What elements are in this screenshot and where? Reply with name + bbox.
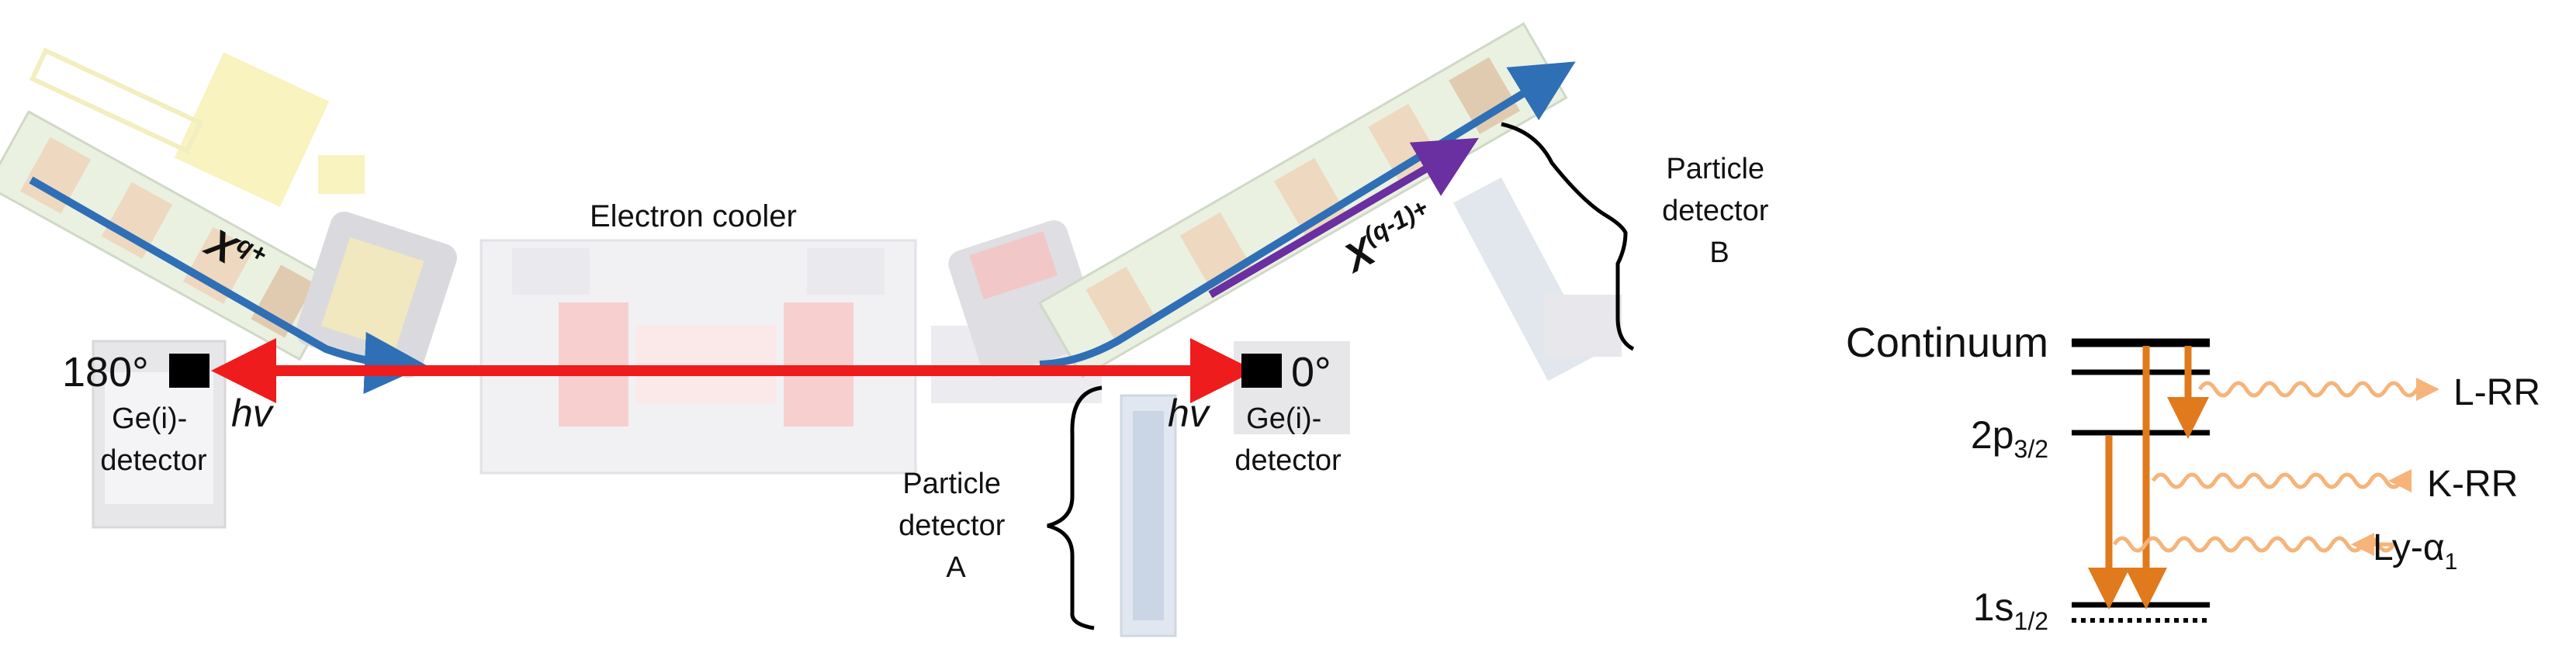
ly-alpha-label: Ly-α1 xyxy=(2373,527,2457,575)
k-rr-photon-wave xyxy=(2151,469,2412,492)
angle-180-label: 180° xyxy=(62,349,149,395)
particle-detector-b-label: Particle detector B xyxy=(1662,153,1777,269)
ly-alpha-photon-wave xyxy=(2112,533,2398,556)
angle-0-label: 0° xyxy=(1291,349,1331,395)
continuum-label: Continuum xyxy=(1846,319,2048,366)
brace-detector-a xyxy=(1047,385,1103,630)
k-rr-label: K-RR xyxy=(2427,464,2518,505)
ge-detector-right-label: Ge(i)- detector xyxy=(1234,402,1342,477)
photon-label-left: hv xyxy=(231,392,275,435)
l-rr-photon-wave xyxy=(2197,378,2439,401)
level-1s-label: 1s1/2 xyxy=(1973,585,2048,635)
electron-cooler-label: Electron cooler xyxy=(590,199,797,233)
recombined-ion-beam xyxy=(1208,137,1479,299)
brace-detector-b xyxy=(1501,122,1635,351)
ge-detector-left-label: Ge(i)- detector xyxy=(100,402,207,477)
ge-detector-180-icon xyxy=(169,354,209,388)
ring-hardware-background xyxy=(0,22,1622,637)
level-2p-label: 2p3/2 xyxy=(1971,413,2048,463)
photon-label-right: hv xyxy=(1168,392,1211,435)
ge-detector-0-icon xyxy=(1241,354,1282,388)
energy-level-diagram: Continuum 2p3/2 1s1/2 L-RR K-RR Ly-α1 xyxy=(1846,319,2540,635)
l-rr-label: L-RR xyxy=(2453,372,2540,413)
particle-detector-a-label: Particle detector A xyxy=(898,468,1013,584)
